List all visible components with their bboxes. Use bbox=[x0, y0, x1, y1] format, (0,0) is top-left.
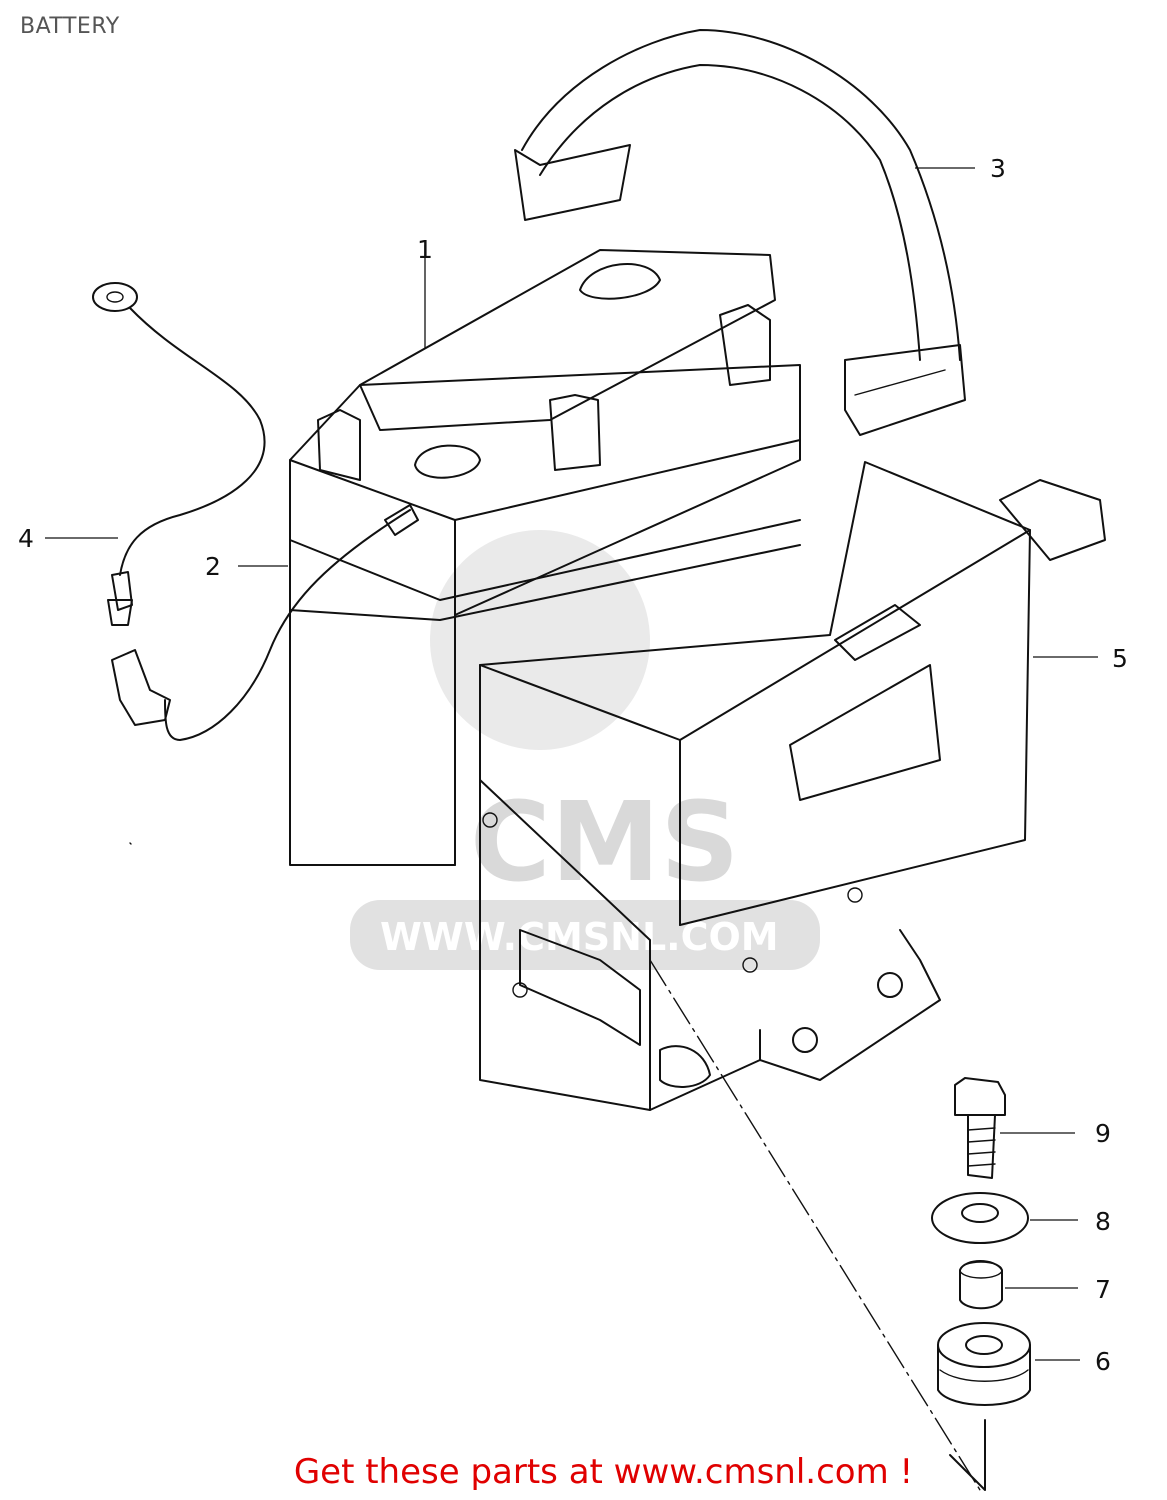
callout-7: 7 bbox=[1095, 1275, 1111, 1304]
cushion bbox=[937, 1322, 1031, 1406]
bolt bbox=[954, 1077, 1006, 1179]
footer-link[interactable]: Get these parts at www.cmsnl.com ! bbox=[0, 1452, 1167, 1492]
callout-9: 9 bbox=[1095, 1119, 1111, 1148]
ground-lead-wire bbox=[92, 282, 266, 626]
center-line bbox=[649, 959, 981, 1491]
callout-4: 4 bbox=[18, 524, 34, 553]
diagram-title: BATTERY bbox=[20, 14, 120, 39]
vent-hose bbox=[111, 504, 419, 741]
battery-strap bbox=[514, 29, 966, 436]
callout-1: 1 bbox=[417, 235, 433, 264]
callout-5: 5 bbox=[1112, 644, 1128, 673]
washer bbox=[931, 1192, 1029, 1244]
callout-8: 8 bbox=[1095, 1207, 1111, 1236]
footer-link-text[interactable]: Get these parts at www.cmsnl.com ! bbox=[293, 1452, 914, 1492]
collar bbox=[959, 1260, 1003, 1310]
watermark-logo: CMS bbox=[470, 778, 739, 906]
cms-watermark: CMS WWW.CMSNL.COM bbox=[350, 530, 820, 970]
assembly-pointer bbox=[949, 1419, 986, 1491]
battery-holder bbox=[479, 461, 1106, 1111]
stray-dot bbox=[129, 842, 132, 845]
callout-6: 6 bbox=[1095, 1347, 1111, 1376]
callout-3: 3 bbox=[990, 154, 1006, 183]
callout-2: 2 bbox=[205, 552, 221, 581]
